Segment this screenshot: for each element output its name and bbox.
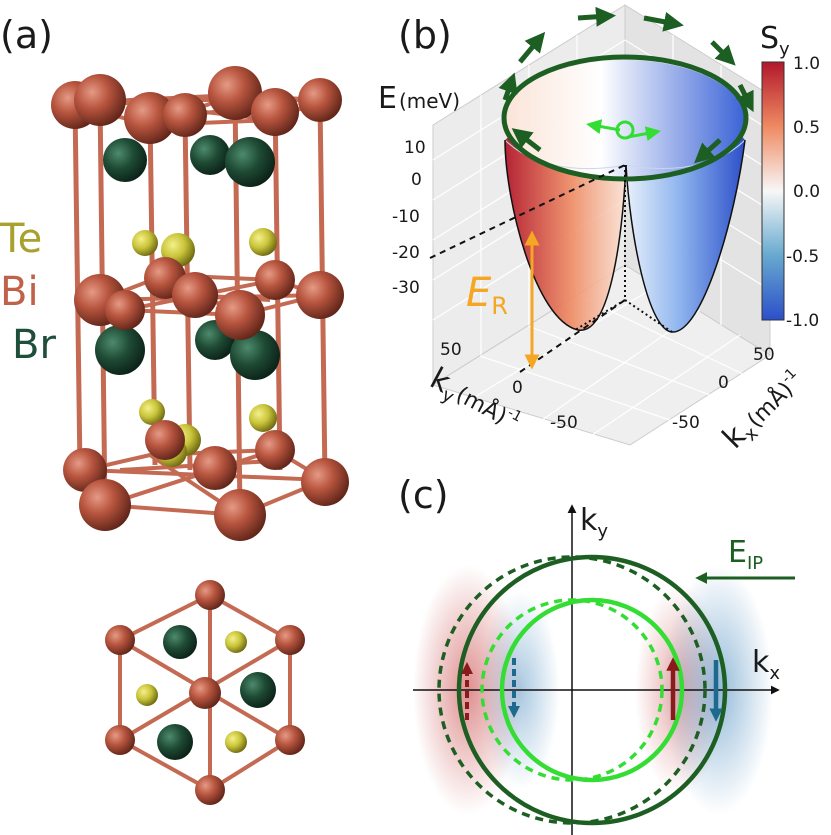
svg-text:-10: -10 bbox=[392, 207, 420, 227]
svg-text:0: 0 bbox=[512, 378, 523, 398]
band-plot-3d: ER E(meV) 10 0 -10 -20 -30 50 0 -50 ky(m… bbox=[378, 4, 820, 456]
legend-te: Te bbox=[0, 216, 42, 262]
sy-colorbar-title: Sy bbox=[760, 21, 790, 60]
colorbar-ticks: 1.0 0.5 0.0 -0.5 -1.0 bbox=[786, 54, 820, 331]
svg-text:0: 0 bbox=[411, 170, 422, 190]
sy-colorbar bbox=[761, 61, 785, 321]
svg-text:-0.5: -0.5 bbox=[786, 247, 819, 267]
element-legend: Te Bi Br bbox=[0, 216, 56, 368]
svg-text:1.0: 1.0 bbox=[793, 54, 820, 74]
ky-ticks: 50 0 -50 bbox=[440, 340, 578, 433]
legend-bi: Bi bbox=[0, 269, 39, 315]
panel-b-label: (b) bbox=[398, 13, 452, 57]
panel-a-label: (a) bbox=[0, 13, 53, 57]
svg-text:-50: -50 bbox=[550, 413, 578, 433]
svg-text:0: 0 bbox=[718, 373, 729, 393]
legend-br: Br bbox=[12, 322, 56, 368]
crystal-structure-3d bbox=[51, 66, 349, 541]
crystal-structure-top-view bbox=[105, 580, 305, 805]
rashba-energy-label: ER bbox=[466, 270, 508, 320]
energy-axis-title: E(meV) bbox=[378, 81, 460, 116]
svg-text:-50: -50 bbox=[672, 413, 700, 433]
ky-label-c: ky bbox=[580, 503, 608, 542]
svg-text:-20: -20 bbox=[392, 243, 420, 263]
svg-text:-1.0: -1.0 bbox=[786, 311, 819, 331]
svg-text:10: 10 bbox=[404, 138, 426, 158]
svg-text:0.0: 0.0 bbox=[793, 182, 820, 202]
kx-ticks: 50 0 -50 bbox=[672, 345, 775, 433]
kx-label-c: kx bbox=[752, 645, 780, 684]
field-label: EIP bbox=[728, 535, 763, 574]
svg-text:50: 50 bbox=[440, 340, 462, 360]
energy-ticks: 10 0 -10 -20 -30 bbox=[392, 138, 426, 298]
svg-text:50: 50 bbox=[753, 345, 775, 365]
svg-text:-30: -30 bbox=[392, 278, 420, 298]
bi-atoms bbox=[51, 66, 349, 541]
fermi-contour-diagram: ky kx EIP bbox=[413, 503, 795, 835]
panel-c-label: (c) bbox=[398, 473, 449, 517]
svg-text:0.5: 0.5 bbox=[793, 118, 820, 138]
